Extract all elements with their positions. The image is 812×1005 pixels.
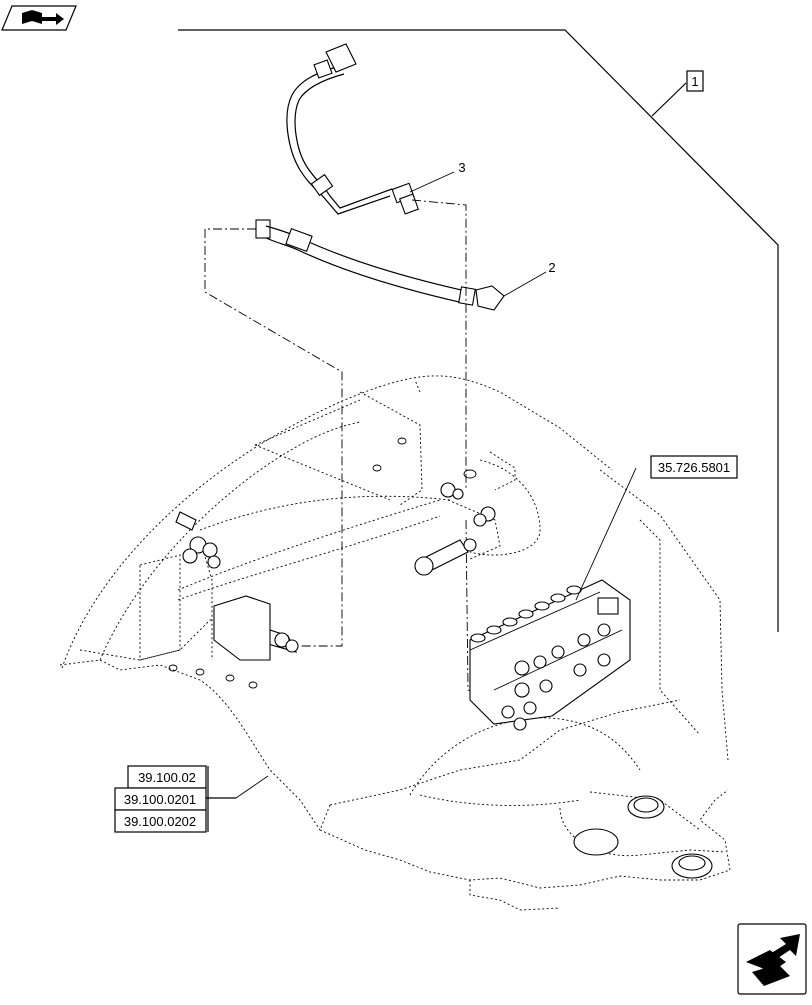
- callout-label-3: 3: [458, 160, 465, 175]
- assembly-bracket-line: [178, 29, 779, 632]
- frame-ref-3: 39.100.0202: [124, 814, 196, 829]
- valve-ref-label: 35.726.5801: [658, 460, 730, 475]
- control-valve-block: [469, 579, 631, 731]
- callout-item-2[interactable]: 2: [503, 260, 556, 297]
- hose-3: [286, 43, 420, 215]
- callout-item-1[interactable]: 1: [686, 70, 704, 92]
- callout-item-3[interactable]: 3: [409, 160, 466, 193]
- callout-frame-refs[interactable]: 39.100.02 39.100.0201 39.100.0202: [114, 765, 269, 833]
- machine-frame: [59, 375, 731, 911]
- frame-ref-1: 39.100.02: [138, 770, 196, 785]
- book-arrow-icon[interactable]: [1, 5, 77, 31]
- hose-2: [255, 219, 505, 311]
- frame-ref-2: 39.100.0201: [124, 792, 196, 807]
- next-page-arrow-icon[interactable]: [737, 923, 807, 995]
- fittings-center: [414, 482, 496, 576]
- callout-label-2: 2: [548, 260, 555, 275]
- callout-valve-ref[interactable]: 35.726.5801: [575, 455, 738, 601]
- frame-holes: [168, 437, 713, 879]
- connection-path-lines: [204, 199, 493, 697]
- fittings-left: [175, 511, 299, 661]
- callout-label-1: 1: [691, 74, 698, 89]
